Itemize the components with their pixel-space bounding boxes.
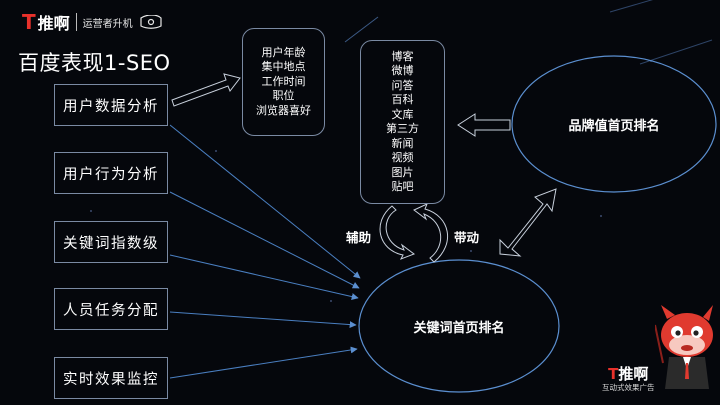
box-keyword-index: 关键词指数级 bbox=[54, 221, 168, 263]
profile-item: 浏览器喜好 bbox=[256, 103, 311, 117]
box-user-data-analysis: 用户数据分析 bbox=[54, 84, 168, 126]
decor-streak bbox=[639, 39, 713, 65]
arrow-user-data-to-info bbox=[171, 73, 241, 107]
arrow-user-behavior-to-keyword bbox=[169, 191, 360, 289]
decor-streak bbox=[344, 16, 379, 43]
channel-item: 博客 bbox=[391, 49, 414, 63]
star-decoration bbox=[215, 150, 217, 152]
brand-ranking-label: 品牌值首页排名 bbox=[568, 119, 660, 134]
star-decoration bbox=[470, 250, 472, 252]
channel-item: 文库 bbox=[391, 107, 414, 121]
logo-slogan: 运营者升机 bbox=[82, 18, 133, 30]
assist-label: 辅助 bbox=[346, 230, 372, 245]
star-decoration bbox=[600, 215, 602, 217]
logo-mark: T bbox=[22, 10, 36, 34]
profile-item: 集中地点 bbox=[261, 60, 306, 74]
arrow-keyword-brand-bidirectional bbox=[499, 188, 557, 257]
channel-item: 第三方 bbox=[386, 122, 419, 135]
arrow-brand-to-channel bbox=[457, 113, 511, 137]
channel-item: 问答 bbox=[391, 78, 414, 92]
header-logo: T 推啊 运营者升机 bbox=[22, 10, 163, 34]
logo-brand: 推啊 bbox=[37, 14, 70, 33]
profile-item: 职位 bbox=[272, 89, 295, 103]
channel-item: 百科 bbox=[391, 93, 414, 106]
footer-logo: T推啊 互动式效果广告 bbox=[602, 366, 655, 393]
arrow-staff-to-keyword bbox=[169, 311, 357, 329]
drive-label: 带动 bbox=[454, 230, 480, 245]
logo-divider bbox=[75, 13, 77, 31]
camera-icon bbox=[140, 15, 162, 29]
channel-item: 微博 bbox=[391, 64, 414, 77]
mascot-illustration bbox=[655, 305, 713, 389]
channel-item: 视频 bbox=[391, 151, 414, 164]
footer-logo-mark: T推啊 bbox=[608, 365, 649, 383]
star-decoration bbox=[330, 300, 332, 302]
channel-list-box: 博客 微博 问答 百科 文库 第三方 新闻 视频 图片 贴吧 bbox=[360, 40, 445, 204]
box-staff-task-assignment: 人员任务分配 bbox=[54, 288, 168, 330]
user-profile-box: 用户年龄 集中地点 工作时间 职位 浏览器喜好 bbox=[242, 28, 325, 136]
channel-item: 贴吧 bbox=[391, 180, 414, 193]
channel-item: 图片 bbox=[391, 165, 414, 179]
arrow-monitor-to-keyword bbox=[169, 346, 358, 379]
keyword-ellipse bbox=[358, 259, 560, 393]
box-realtime-monitoring: 实时效果监控 bbox=[54, 357, 168, 399]
page-title: 百度表现1-SEO bbox=[18, 51, 171, 75]
arrow-keyword-index-to-keyword bbox=[169, 254, 359, 301]
star-decoration bbox=[90, 210, 92, 212]
cycle-arrows bbox=[379, 203, 449, 263]
decor-streak bbox=[609, 0, 654, 13]
channel-item: 新闻 bbox=[391, 136, 414, 150]
box-user-behavior-analysis: 用户行为分析 bbox=[54, 152, 168, 194]
arrow-user-data-to-keyword bbox=[169, 124, 361, 279]
profile-item: 工作时间 bbox=[261, 74, 306, 88]
keyword-ranking-label: 关键词首页排名 bbox=[413, 321, 505, 336]
profile-item: 用户年龄 bbox=[261, 45, 306, 59]
footer-logo-tagline: 互动式效果广告 bbox=[602, 383, 655, 392]
brand-ellipse bbox=[511, 55, 717, 193]
